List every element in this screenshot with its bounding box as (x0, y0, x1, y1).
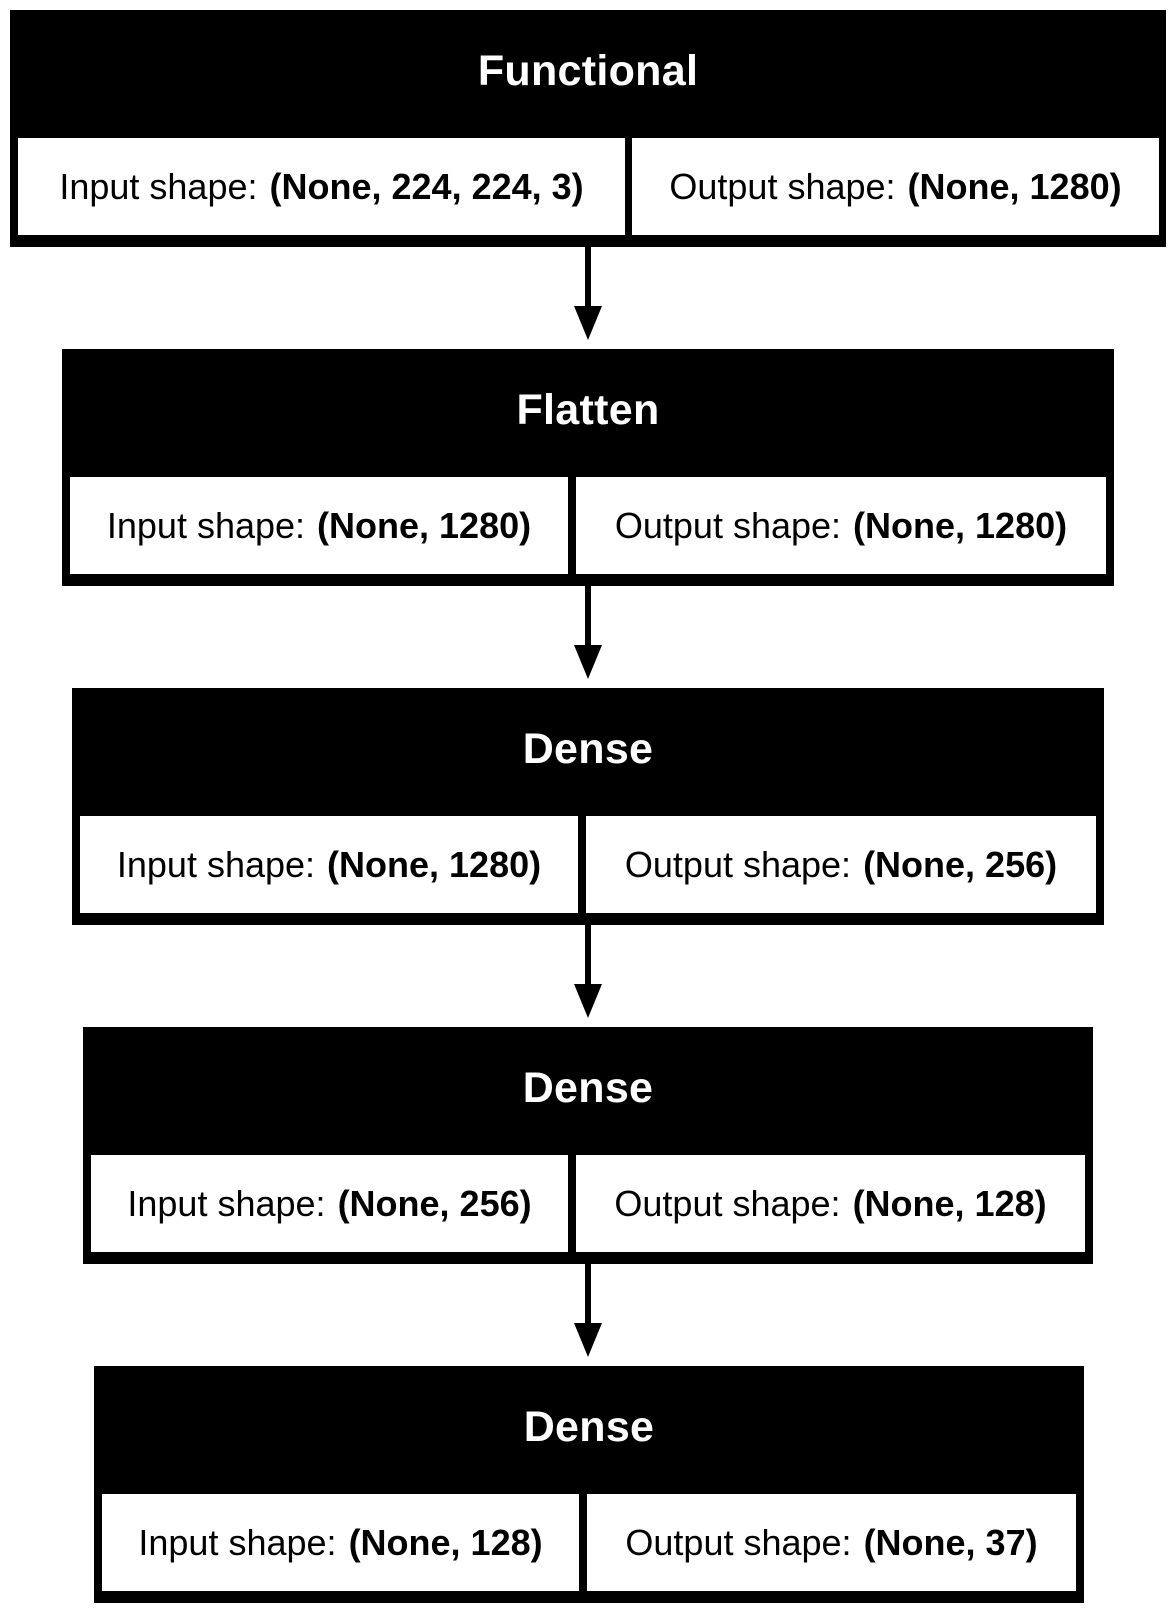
arrow-down-icon (574, 1323, 602, 1357)
layer-title: Flatten (516, 385, 660, 434)
output-shape-label: Output shape: (669, 165, 896, 207)
input-shape-cell: Input shape: (None, 256) (91, 1155, 568, 1252)
input-shape-label: Input shape: (59, 165, 258, 207)
input-shape-value: (None, 224, 224, 3) (269, 165, 584, 207)
output-shape-cell: Output shape: (None, 1280) (576, 477, 1106, 574)
input-shape-cell: Input shape: (None, 224, 224, 3) (18, 138, 625, 235)
arrow-down-icon (574, 645, 602, 679)
output-shape-label: Output shape: (614, 504, 842, 546)
layer-node-dense-1: Dense Input shape: (None, 1280) Output s… (72, 688, 1104, 925)
layer-title: Functional (477, 46, 699, 95)
output-shape-label: Output shape: (624, 843, 852, 885)
input-shape-value: (None, 256) (337, 1182, 532, 1224)
input-shape-label: Input shape: (116, 843, 316, 885)
output-shape-cell: Output shape: (None, 128) (576, 1155, 1085, 1252)
layer-node-dense-3: Dense Input shape: (None, 128) Output sh… (94, 1366, 1084, 1603)
input-shape-value: (None, 1280) (317, 504, 532, 546)
output-shape-label: Output shape: (625, 1521, 852, 1563)
input-shape-label: Input shape: (106, 504, 306, 546)
layer-node-dense-2: Dense Input shape: (None, 256) Output sh… (83, 1027, 1093, 1264)
input-shape-value: (None, 1280) (327, 843, 542, 885)
arrow-down-icon (574, 306, 602, 340)
output-shape-cell: Output shape: (None, 1280) (632, 138, 1159, 235)
output-shape-value: (None, 1280) (853, 504, 1068, 546)
output-shape-cell: Output shape: (None, 37) (587, 1494, 1076, 1591)
input-shape-value: (None, 128) (348, 1521, 543, 1563)
output-shape-value: (None, 256) (863, 843, 1058, 885)
output-shape-cell: Output shape: (None, 256) (586, 816, 1096, 913)
input-shape-label: Input shape: (127, 1182, 326, 1224)
layer-title: Dense (523, 1402, 655, 1451)
layer-node-functional: Functional Input shape: (None, 224, 224,… (10, 10, 1166, 247)
layer-title: Dense (522, 1063, 654, 1112)
connector-line (585, 586, 591, 648)
arrow-down-icon (574, 984, 602, 1018)
input-shape-cell: Input shape: (None, 1280) (70, 477, 568, 574)
connector-line (585, 925, 591, 987)
connector-line (585, 247, 591, 309)
input-shape-label: Input shape: (138, 1521, 337, 1563)
input-shape-cell: Input shape: (None, 128) (102, 1494, 579, 1591)
input-shape-cell: Input shape: (None, 1280) (80, 816, 578, 913)
output-shape-value: (None, 128) (852, 1182, 1047, 1224)
output-shape-value: (None, 37) (863, 1521, 1038, 1563)
connector-line (585, 1264, 591, 1326)
output-shape-label: Output shape: (614, 1182, 841, 1224)
layer-title: Dense (522, 724, 654, 773)
output-shape-value: (None, 1280) (907, 165, 1122, 207)
layer-node-flatten: Flatten Input shape: (None, 1280) Output… (62, 349, 1114, 586)
